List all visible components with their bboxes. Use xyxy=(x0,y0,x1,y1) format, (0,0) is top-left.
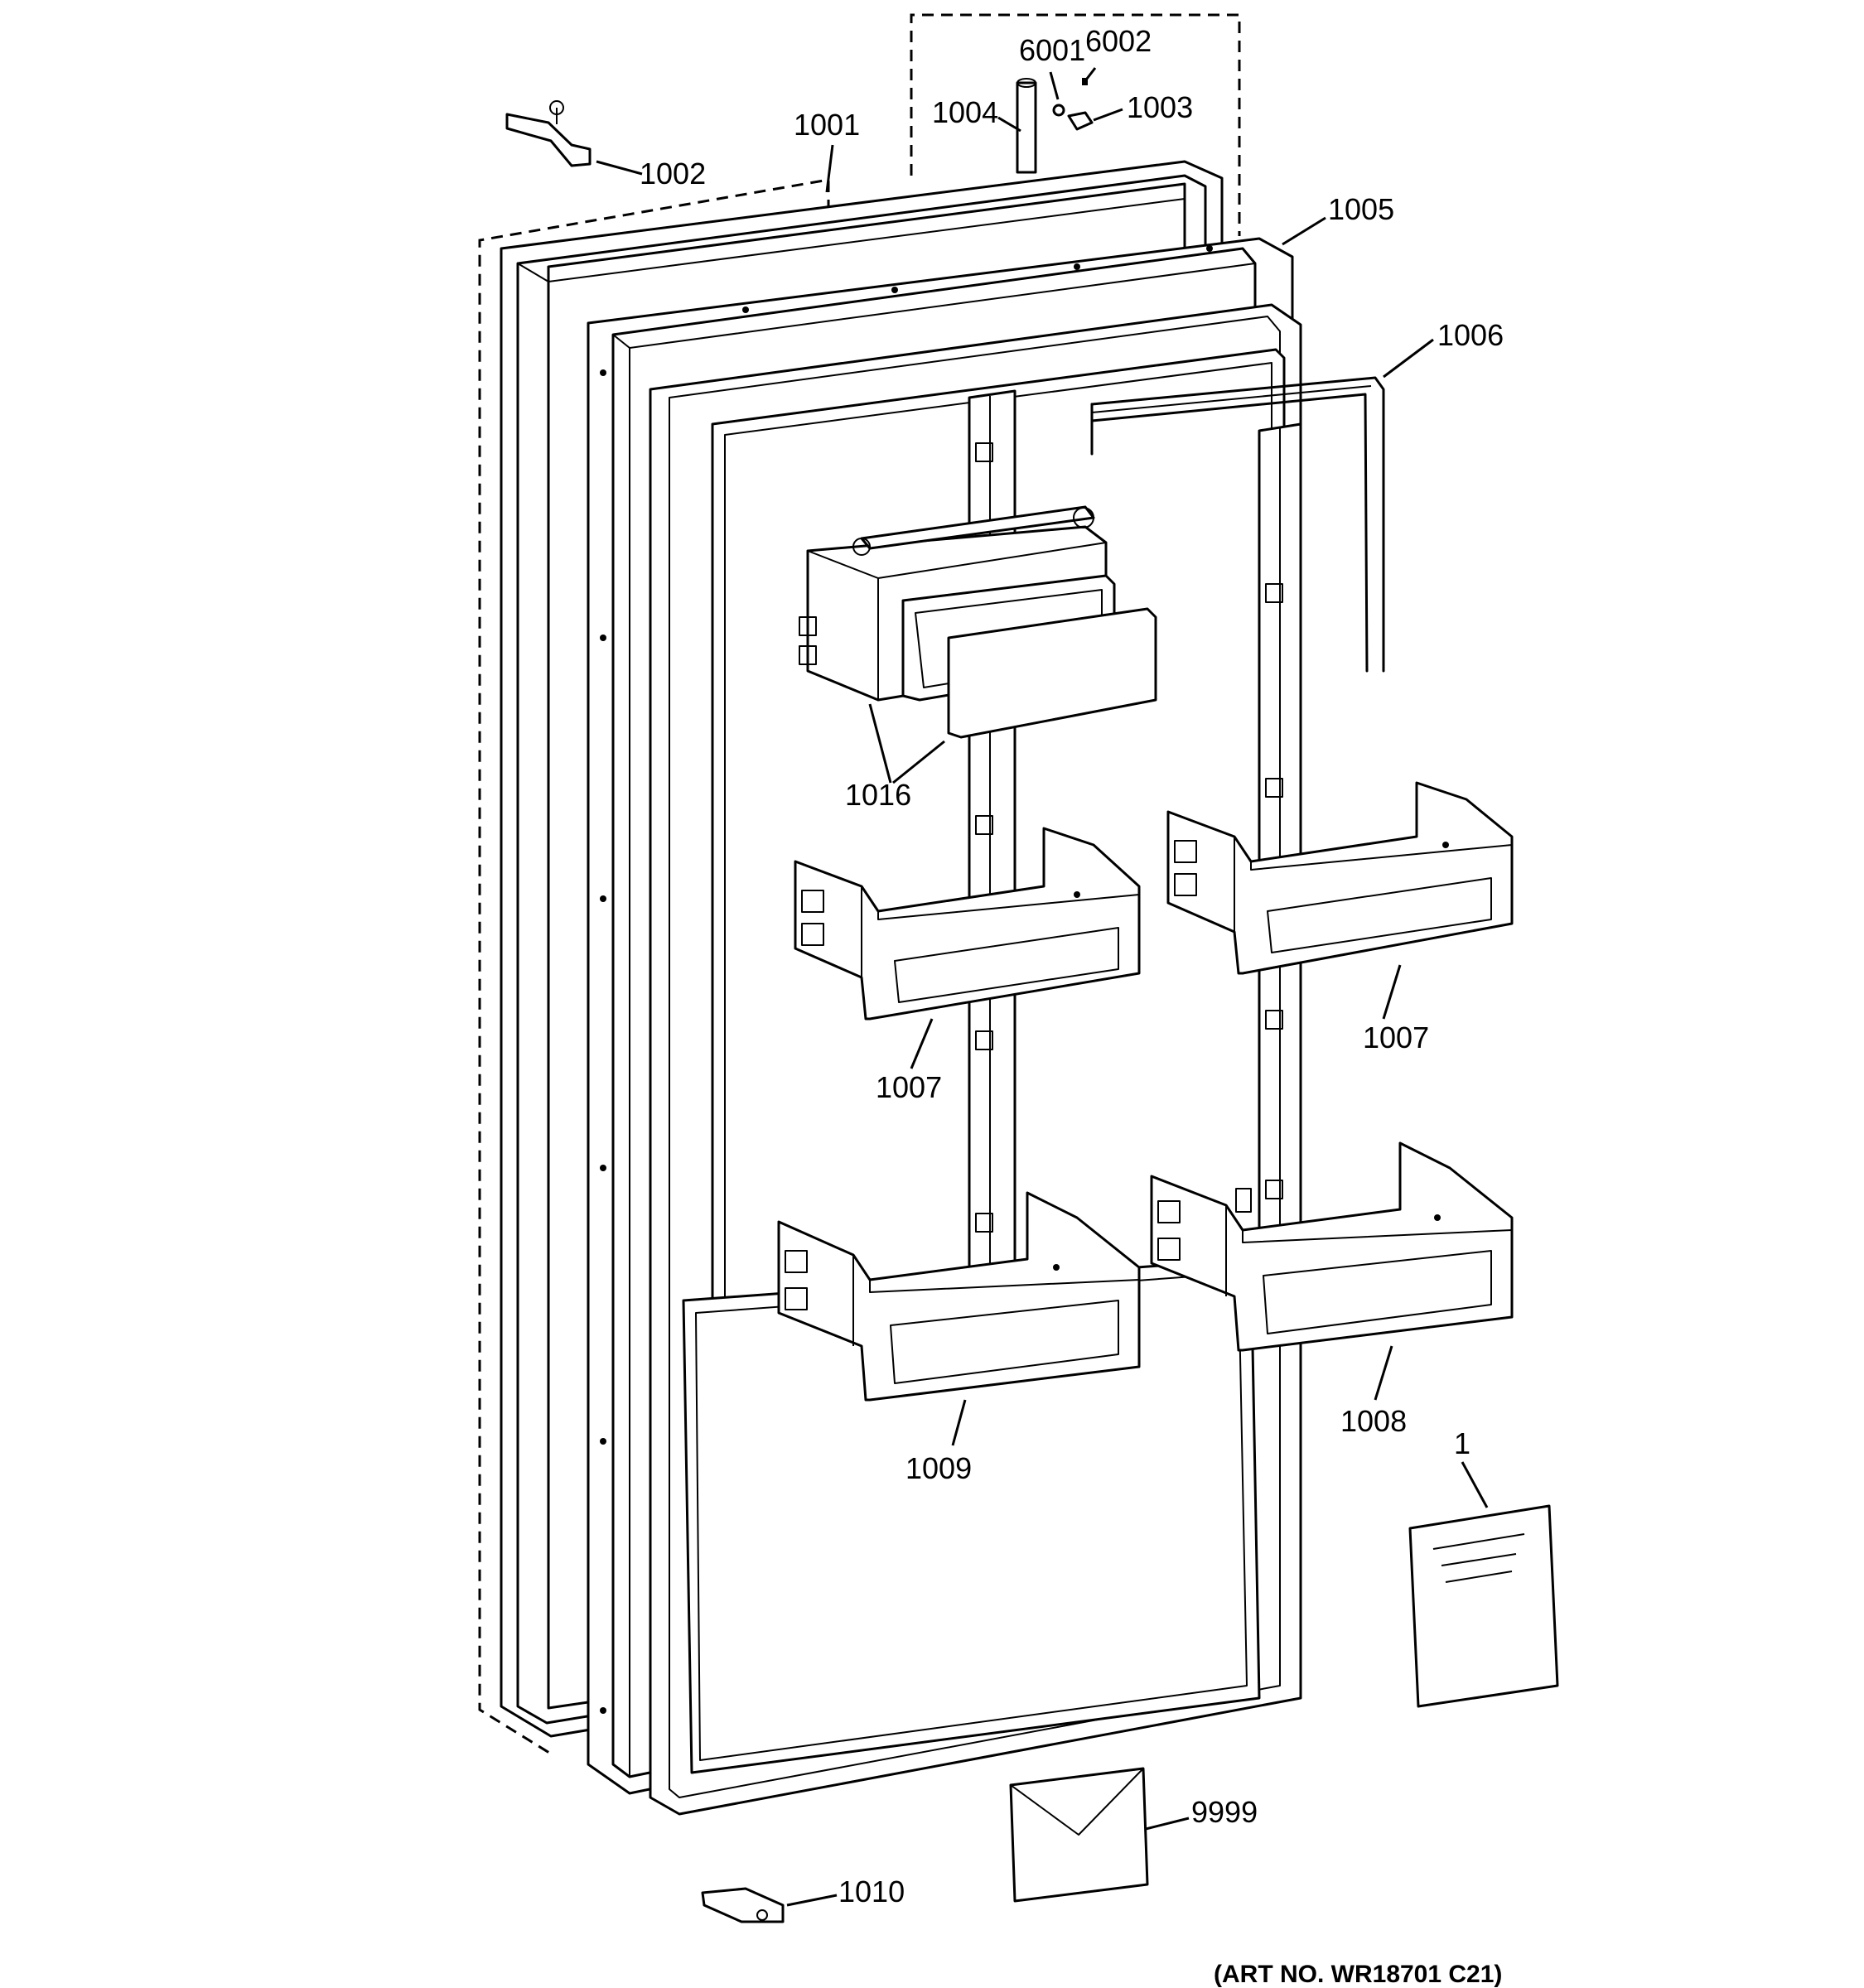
door-bin-1007-left xyxy=(794,827,1141,1021)
label-6001: 6001 xyxy=(1019,33,1085,67)
label-1007-right: 1007 xyxy=(1363,1021,1429,1054)
plug-6002 xyxy=(1082,78,1088,85)
label-1: 1 xyxy=(1454,1426,1470,1460)
callout-labels: 1 1001 1002 1003 1004 1005 1006 1007 100… xyxy=(640,24,1504,1988)
label-1016: 1016 xyxy=(845,778,911,812)
art-number: (ART NO. WR18701 C21) xyxy=(1214,1961,1502,1988)
rail-clips xyxy=(975,442,1283,1233)
label-1001: 1001 xyxy=(794,108,860,142)
cam-1003 xyxy=(1067,111,1094,131)
dairy-compartment-part xyxy=(799,505,1157,739)
leader-lines xyxy=(596,67,1489,1907)
label-1004: 1004 xyxy=(932,95,998,129)
label-1005: 1005 xyxy=(1328,192,1394,226)
label-1006: 1006 xyxy=(1437,318,1504,352)
label-1008: 1008 xyxy=(1340,1404,1407,1438)
door-assembly-outline xyxy=(478,13,1241,1754)
screw-6001 xyxy=(1052,104,1065,117)
label-6002: 6002 xyxy=(1085,24,1152,58)
door-bin-1007-right xyxy=(1166,781,1514,975)
door-bin-1008 xyxy=(1150,1141,1514,1352)
label-1002: 1002 xyxy=(640,157,706,191)
label-1003: 1003 xyxy=(1127,90,1193,124)
door-gasket-part xyxy=(1090,376,1385,673)
label-1010: 1010 xyxy=(838,1875,905,1908)
frame-screw-holes xyxy=(600,245,1213,1714)
door-bin-1009 xyxy=(777,1191,1141,1402)
envelope-9999 xyxy=(1009,1767,1149,1903)
label-1009: 1009 xyxy=(905,1451,972,1485)
label-9999: 9999 xyxy=(1191,1795,1258,1829)
label-1007-left: 1007 xyxy=(876,1070,942,1104)
hinge-top-1002 xyxy=(505,100,592,167)
manual-booklet xyxy=(1408,1504,1559,1708)
hinge-bottom-1010 xyxy=(701,1887,785,1923)
hinge-pin-1004 xyxy=(1016,78,1037,174)
